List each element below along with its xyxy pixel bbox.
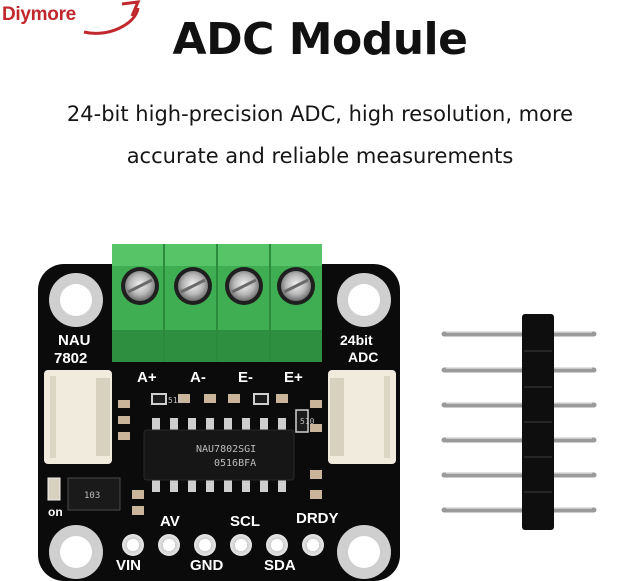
resistor-code-2: 510 xyxy=(300,417,315,426)
status-led xyxy=(47,477,61,501)
led-label: on xyxy=(48,505,63,519)
chip-pins xyxy=(152,418,286,492)
brand-name: Diymore xyxy=(2,4,76,25)
solder-pad-icon xyxy=(122,534,324,556)
screw-terminal xyxy=(112,244,322,362)
smd-components xyxy=(118,393,322,515)
terminal-label-a-minus: A- xyxy=(190,369,206,386)
terminal-label-e-plus: E+ xyxy=(284,369,303,386)
page-title: ADC Module xyxy=(172,14,468,65)
left-connector xyxy=(44,370,112,464)
subtitle-line-1: 24-bit high-precision ADC, high resoluti… xyxy=(66,102,574,126)
pin-label-vin: VIN xyxy=(116,557,141,574)
subtitle-line-2: accurate and reliable measurements xyxy=(126,144,514,168)
board-label-adc: ADC xyxy=(348,349,378,365)
pin-label-sda: SDA xyxy=(264,557,296,574)
pin-label-av: AV xyxy=(160,513,180,530)
chip-marking-1: NAU7802SGI xyxy=(196,444,256,455)
mounting-hole-icon xyxy=(49,273,391,579)
pin-header xyxy=(441,314,597,530)
board-label-7802: 7802 xyxy=(54,350,87,367)
chip-marking-2: 0516BFA xyxy=(214,458,256,469)
terminal-screw-icon xyxy=(121,267,315,305)
terminal-label-a-plus: A+ xyxy=(137,369,157,386)
resistor-code-3: 103 xyxy=(84,491,100,501)
terminal-label-e-minus: E- xyxy=(238,369,253,386)
pin-label-drdy: DRDY xyxy=(296,510,339,527)
pin-label-scl: SCL xyxy=(230,513,260,530)
board-label-nau: NAU xyxy=(58,332,91,349)
board-label-24bit: 24bit xyxy=(340,332,373,348)
pin-label-gnd: GND xyxy=(190,557,224,574)
right-connector xyxy=(328,370,396,464)
adc-chip xyxy=(143,429,295,481)
resistor-code-1: 510 xyxy=(168,396,183,405)
regulator-chip xyxy=(67,477,121,511)
brand-swoosh-icon xyxy=(83,0,141,35)
